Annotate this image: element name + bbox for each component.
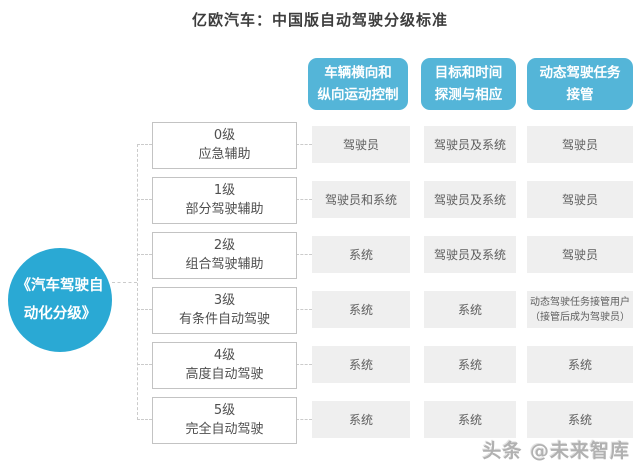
level-box-4: 4级 高度自动驾驶 — [152, 342, 297, 389]
cell-level1-takeover: 驾驶员 — [527, 181, 633, 218]
level-box-5: 5级 完全自动驾驶 — [152, 397, 297, 444]
level-box-1: 1级 部分驾驶辅助 — [152, 177, 297, 224]
cell-level5-detection: 系统 — [424, 401, 516, 438]
connector-line — [296, 199, 312, 200]
cell-level0-motion: 驾驶员 — [312, 126, 410, 163]
level-box-3: 3级 有条件自动驾驶 — [152, 287, 297, 334]
connector-line — [137, 144, 152, 145]
level-name: 高度自动驾驶 — [185, 366, 264, 382]
cell-level1-motion: 驾驶员和系统 — [312, 181, 410, 218]
column-header-detection-response: 目标和时间 探测与相应 — [421, 58, 516, 110]
connector-line — [296, 254, 312, 255]
level-name: 组合驾驶辅助 — [185, 256, 264, 272]
connector-line — [296, 419, 312, 420]
level-number: 5级 — [213, 402, 236, 418]
cell-level5-motion: 系统 — [312, 401, 410, 438]
cell-level3-takeover: 动态驾驶任务接管用户 （接管后成为驾驶员） — [527, 291, 633, 328]
level-box-2: 2级 组合驾驶辅助 — [152, 232, 297, 279]
cell-level2-motion: 系统 — [312, 236, 410, 273]
cell-level5-takeover: 系统 — [527, 401, 633, 438]
cell-level3-detection: 系统 — [424, 291, 516, 328]
level-number: 2级 — [213, 237, 236, 253]
connector-line — [112, 282, 137, 283]
connector-line — [137, 199, 152, 200]
connector-trunk — [137, 144, 138, 420]
level-name: 应急辅助 — [198, 146, 251, 162]
cell-level1-detection: 驾驶员及系统 — [424, 181, 516, 218]
level-name: 完全自动驾驶 — [185, 421, 264, 437]
cell-level2-detection: 驾驶员及系统 — [424, 236, 516, 273]
cell-level4-detection: 系统 — [424, 346, 516, 383]
connector-line — [137, 419, 152, 420]
connector-line — [296, 309, 312, 310]
connector-line — [137, 309, 152, 310]
level-number: 4级 — [213, 347, 236, 363]
level-number: 0级 — [213, 127, 236, 143]
connector-line — [296, 364, 312, 365]
cell-level4-takeover: 系统 — [527, 346, 633, 383]
level-box-0: 0级 应急辅助 — [152, 122, 297, 169]
level-name: 有条件自动驾驶 — [178, 311, 270, 327]
cell-level0-detection: 驾驶员及系统 — [424, 126, 516, 163]
column-header-motion-control: 车辆横向和 纵向运动控制 — [308, 58, 408, 110]
connector-line — [296, 144, 312, 145]
cell-level3-motion: 系统 — [312, 291, 410, 328]
watermark: 头条 @未来智库 — [482, 440, 630, 462]
cell-level2-takeover: 驾驶员 — [527, 236, 633, 273]
cell-level4-motion: 系统 — [312, 346, 410, 383]
column-header-task-takeover: 动态驾驶任务 接管 — [527, 58, 633, 110]
page-title: 亿欧汽车：中国版自动驾驶分级标准 — [191, 11, 448, 29]
level-name: 部分驾驶辅助 — [185, 201, 264, 217]
connector-line — [137, 254, 152, 255]
level-number: 3级 — [213, 292, 236, 308]
source-standard-circle: 《汽车驾驶自 动化分级》 — [8, 248, 112, 352]
level-number: 1级 — [213, 182, 236, 198]
cell-level0-takeover: 驾驶员 — [527, 126, 633, 163]
connector-line — [137, 364, 152, 365]
